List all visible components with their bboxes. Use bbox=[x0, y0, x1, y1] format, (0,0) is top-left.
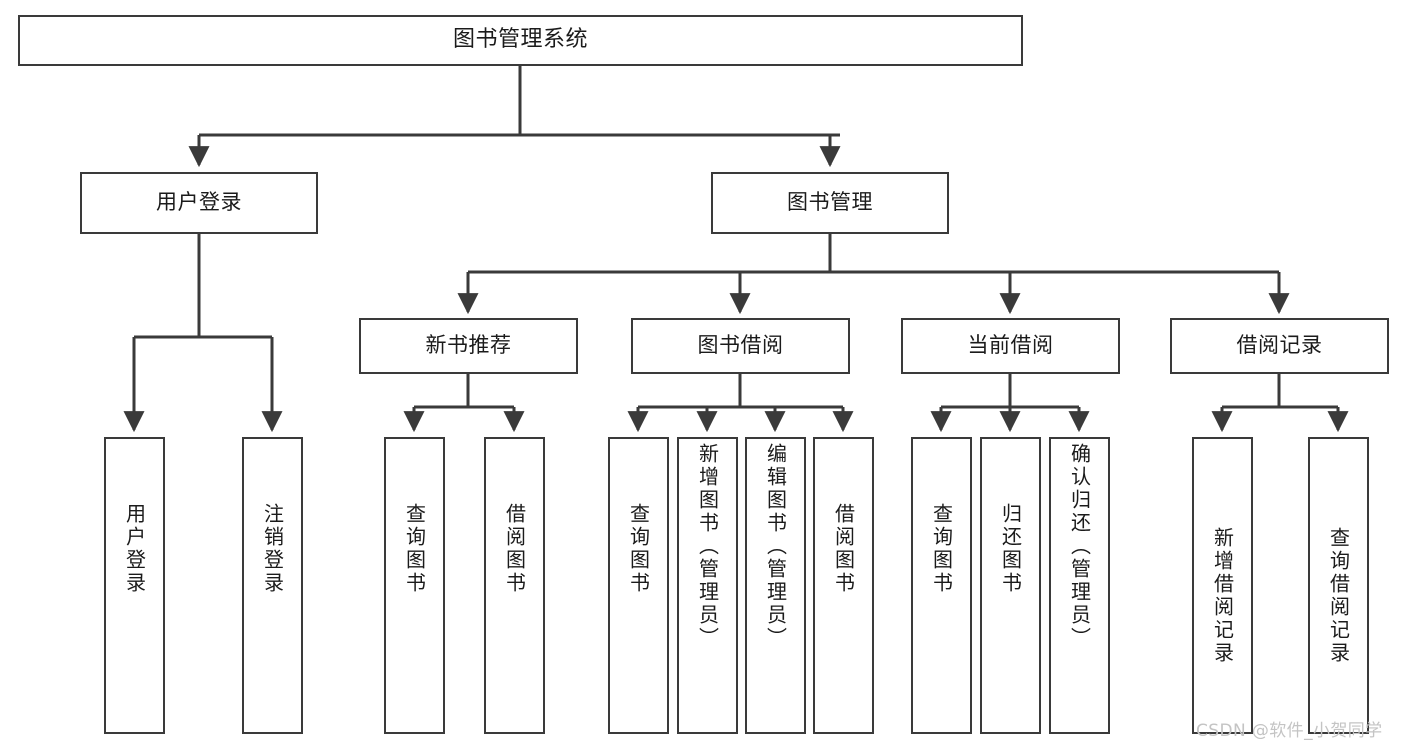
node-root-system[interactable]: 图书管理系统 bbox=[18, 15, 1023, 66]
leaf-book-borrow-add[interactable]: 新增图书（管理员） bbox=[677, 437, 738, 734]
leaf-current-borrow-return[interactable]: 归还图书 bbox=[980, 437, 1041, 734]
node-label: 图书管理系统 bbox=[452, 27, 588, 53]
node-label: 用户登录 bbox=[122, 503, 147, 595]
node-book-borrow[interactable]: 图书借阅 bbox=[631, 318, 850, 374]
node-current-borrow[interactable]: 当前借阅 bbox=[901, 318, 1120, 374]
leaf-current-borrow-query[interactable]: 查询图书 bbox=[911, 437, 972, 734]
node-label: 借阅图书 bbox=[502, 503, 527, 595]
node-label: 图书管理 bbox=[787, 190, 873, 215]
leaf-book-borrow-query[interactable]: 查询图书 bbox=[608, 437, 669, 734]
node-label: 注销登录 bbox=[260, 503, 285, 595]
leaf-borrow-record-query[interactable]: 查询借阅记录 bbox=[1308, 437, 1369, 734]
leaf-book-borrow-borrow[interactable]: 借阅图书 bbox=[813, 437, 874, 734]
node-borrow-record[interactable]: 借阅记录 bbox=[1170, 318, 1389, 374]
leaf-new-book-query[interactable]: 查询图书 bbox=[384, 437, 445, 734]
node-label: 用户登录 bbox=[156, 190, 242, 215]
node-label: 查询图书 bbox=[929, 503, 954, 595]
node-label: 归还图书 bbox=[998, 503, 1023, 595]
node-label: 查询图书 bbox=[626, 503, 651, 595]
node-book-management[interactable]: 图书管理 bbox=[711, 172, 949, 234]
node-user-login[interactable]: 用户登录 bbox=[80, 172, 318, 234]
node-label: 新增图书（管理员） bbox=[695, 443, 720, 650]
csdn-watermark: CSDN @软件_小贺同学 bbox=[1196, 721, 1383, 741]
node-label: 编辑图书（管理员） bbox=[763, 443, 788, 650]
leaf-user-login-logout[interactable]: 注销登录 bbox=[242, 437, 303, 734]
leaf-book-borrow-edit[interactable]: 编辑图书（管理员） bbox=[745, 437, 806, 734]
node-label: 借阅记录 bbox=[1236, 333, 1323, 358]
node-label: 确认归还（管理员） bbox=[1067, 443, 1092, 650]
node-label: 借阅图书 bbox=[831, 503, 856, 595]
leaf-current-borrow-confirm-return[interactable]: 确认归还（管理员） bbox=[1049, 437, 1110, 734]
node-label: 查询图书 bbox=[402, 503, 427, 595]
leaf-borrow-record-add[interactable]: 新增借阅记录 bbox=[1192, 437, 1253, 734]
node-new-book-recommend[interactable]: 新书推荐 bbox=[359, 318, 578, 374]
node-label: 查询借阅记录 bbox=[1326, 527, 1351, 665]
node-label: 图书借阅 bbox=[697, 333, 784, 358]
node-label: 新增借阅记录 bbox=[1210, 527, 1235, 665]
leaf-new-book-borrow[interactable]: 借阅图书 bbox=[484, 437, 545, 734]
leaf-user-login-login[interactable]: 用户登录 bbox=[104, 437, 165, 734]
node-label: 新书推荐 bbox=[425, 333, 512, 358]
node-label: 当前借阅 bbox=[967, 333, 1054, 358]
